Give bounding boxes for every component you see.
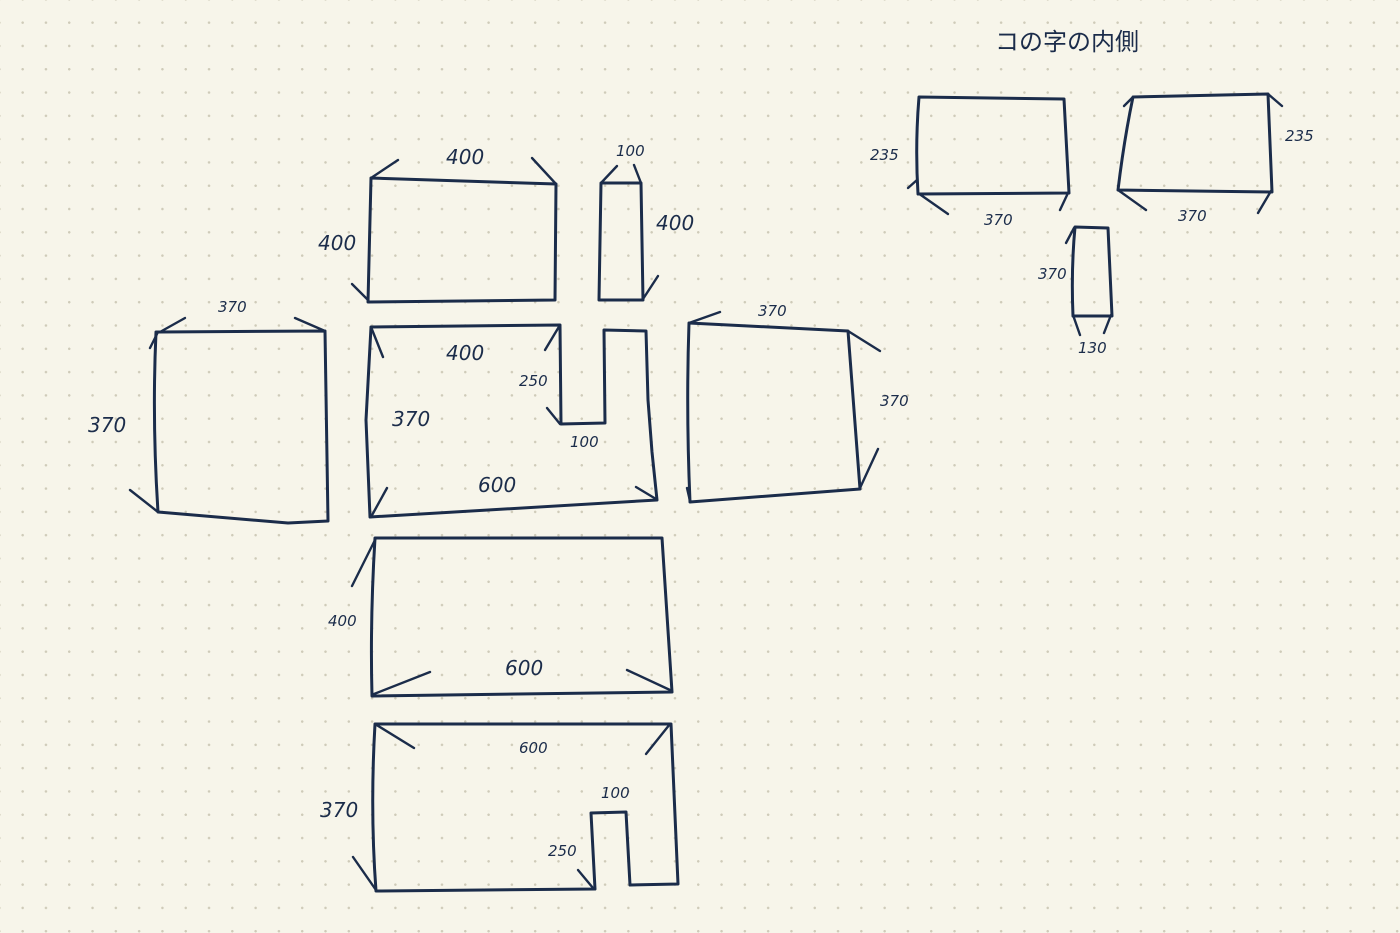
label-center-width: 600 — [478, 473, 516, 497]
label-base-width: 600 — [519, 739, 548, 757]
label-center-top: 400 — [446, 341, 484, 365]
label-left-height: 370 — [88, 413, 126, 437]
panel-base-outline — [371, 722, 680, 893]
panel-top-left: 400 400 — [318, 145, 558, 304]
panel-top-strip-outline — [597, 181, 645, 302]
panel-top-left-outline — [366, 176, 558, 304]
panel-bottom: 400 600 — [328, 536, 674, 698]
label-bottom-width: 600 — [505, 656, 543, 680]
panel-top-strip: 100 400 — [597, 142, 694, 302]
panel-bottom-outline — [369, 536, 674, 698]
label-center-notch-height: 250 — [519, 372, 548, 390]
label-center-notch-width: 100 — [570, 433, 599, 451]
label-base-height: 370 — [320, 798, 358, 822]
label-right-height: 370 — [880, 392, 909, 410]
label-bottom-height: 400 — [328, 612, 357, 630]
panel-right: 370 370 — [685, 302, 909, 504]
note-title: コの字の内側 — [995, 28, 1139, 56]
label-inner-right-width: 370 — [1178, 207, 1207, 225]
label-top-left-height: 400 — [318, 231, 356, 255]
label-right-width: 370 — [758, 302, 787, 320]
label-inner-left-width: 370 — [984, 211, 1013, 229]
label-inner-strip-height: 370 — [1038, 265, 1067, 283]
panel-base: 600 370 100 250 — [320, 722, 680, 893]
panel-center: 400 370 600 250 100 — [364, 323, 659, 519]
label-top-left-width: 400 — [446, 145, 484, 169]
label-left-width: 370 — [218, 298, 247, 316]
panel-right-outline — [686, 321, 862, 504]
label-base-notch-height: 250 — [548, 842, 577, 860]
panel-left-outline — [152, 329, 330, 525]
inner-left-panel-outline — [915, 95, 1071, 196]
inner-strip-outline — [1070, 225, 1114, 318]
inner-right-panel: 235 370 — [1116, 92, 1314, 225]
inner-left-panel: 235 370 — [870, 95, 1071, 229]
label-base-notch-width: 100 — [601, 784, 630, 802]
label-inner-right-height: 235 — [1285, 127, 1314, 145]
label-inner-strip-width: 130 — [1078, 339, 1107, 357]
panel-center-outline — [364, 323, 659, 519]
panel-left: 370 370 — [88, 298, 330, 525]
label-top-strip-width: 100 — [616, 142, 645, 160]
label-inner-left-height: 235 — [870, 146, 899, 164]
label-center-height: 370 — [392, 407, 430, 431]
inner-right-panel-outline — [1116, 92, 1274, 194]
label-top-strip-height: 400 — [656, 211, 694, 235]
inner-strip: 370 130 — [1038, 225, 1114, 357]
